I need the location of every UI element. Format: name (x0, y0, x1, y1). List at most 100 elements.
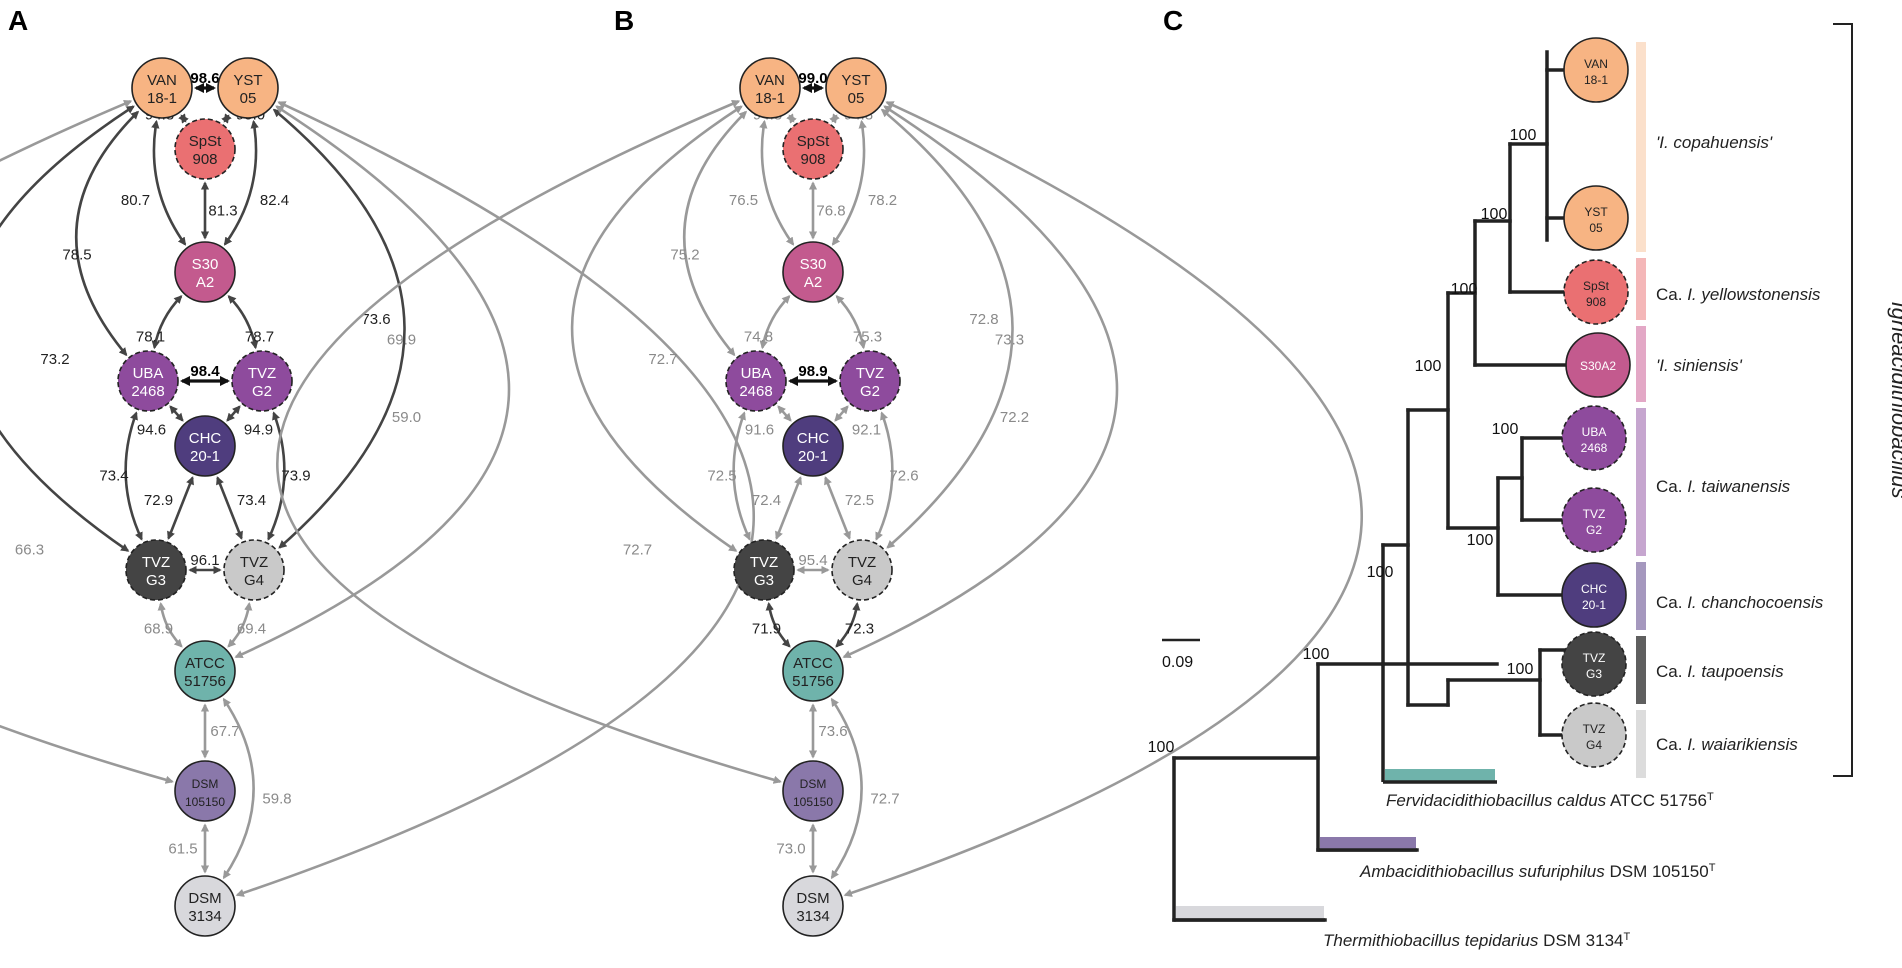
node-label-line2: 2468 (739, 383, 772, 400)
value-label-tvzg4_atcc: 69.4 (237, 621, 266, 638)
tree-node-circle (1561, 487, 1627, 553)
tree-node-label-line1: TVZ (1583, 722, 1606, 736)
value-label-tvzg3_tvzg4: 96.1 (190, 552, 219, 569)
tree-node-label-line1: TVZ (1583, 507, 1606, 521)
node-label-line2: G4 (244, 572, 264, 589)
value-label-dsm105150_dsm3134: 73.0 (776, 841, 805, 858)
node-label-line2: 20-1 (190, 448, 220, 465)
tree-node-label-line1: CHC (1581, 582, 1607, 596)
node-circle (174, 760, 236, 822)
node-circle (782, 640, 844, 702)
outgroup-bar-atcc (1385, 769, 1495, 781)
tree-node-label-line1: SpSt (1583, 279, 1610, 293)
value-label-atcc_dsm105150: 67.7 (210, 723, 239, 740)
tree-node-circle (1561, 405, 1627, 471)
node-label-line2: 20-1 (798, 448, 828, 465)
value-label-van_dsm105150: 66.3 (15, 542, 44, 559)
value-label-yst_dsm3134: 72.2 (1000, 409, 1029, 426)
value-label-van_uba: 78.5 (62, 247, 91, 264)
strip-taupoensis (1636, 636, 1646, 704)
value-label-atcc_dsm3134: 59.8 (262, 791, 291, 808)
value-label-s30_uba: 74.8 (744, 329, 773, 346)
node-circle (125, 539, 187, 601)
node-label-line1: TVZ (240, 554, 268, 571)
node-label-line2: A2 (804, 274, 822, 291)
edge-yst_spst (829, 113, 840, 124)
node-circle (733, 539, 795, 601)
bootstrap-value: 100 (1492, 421, 1519, 438)
node-label-line1: DSM (796, 890, 829, 907)
node-circle (782, 875, 844, 937)
strip-waiarikiensis (1636, 710, 1646, 778)
clade-label: 'I. copahuensis' (1656, 133, 1773, 152)
node-label-line1: VAN (147, 72, 177, 89)
node-label-line1: VAN (755, 72, 785, 89)
tree-node-label-line1: VAN (1584, 57, 1608, 71)
node-circle (174, 118, 236, 180)
node-circle (782, 241, 844, 303)
value-label-yst_atcc: 73.3 (995, 332, 1024, 349)
bootstrap-value: 100 (1415, 358, 1442, 375)
panel-c-tree: Igneacidithiobacillus (1148, 23, 1902, 950)
node-S30: S30A2 (782, 241, 844, 303)
strip-siniensis (1636, 326, 1646, 402)
node-label-line1: TVZ (248, 365, 276, 382)
panel-letter-c: C (1163, 5, 1183, 36)
value-label-tvzg2_tvzg4: 73.9 (281, 468, 310, 485)
node-circle (131, 57, 193, 119)
value-label-yst_dsm3134: 59.0 (392, 409, 421, 426)
value-label-yst_s30: 82.4 (260, 192, 289, 209)
clade-label: Ca. I. chanchocoensis (1656, 593, 1824, 612)
tree-node-circle (1565, 332, 1631, 398)
node-circle (174, 875, 236, 937)
node-circle (174, 640, 236, 702)
edge-tvzg2_chc (226, 405, 241, 422)
node-circle (117, 350, 179, 412)
tree-node-label: S30A2 (1580, 359, 1616, 373)
node-label-line1: ATCC (185, 655, 225, 672)
node-circle (782, 760, 844, 822)
outgroup-bar-dsm3134 (1176, 906, 1324, 918)
node-circle (739, 57, 801, 119)
edge-van_tvzg3 (0, 105, 135, 552)
node-label-line2: 51756 (184, 673, 226, 690)
node-label-line1: TVZ (750, 554, 778, 571)
value-label-atcc_dsm105150: 73.6 (818, 723, 847, 740)
node-label-line1: S30 (800, 256, 827, 273)
node-label-line1: CHC (797, 430, 830, 447)
edge-uba_chc (777, 405, 792, 422)
node-label-line1: UBA (133, 365, 164, 382)
node-label-line2: 2468 (131, 383, 164, 400)
node-circle (231, 350, 293, 412)
node-layer: VAN18-1YST05SpSt908S30A2UBA2468TVZG2CHC2… (117, 57, 293, 937)
value-label-s30_tvzg2: 78.7 (245, 329, 274, 346)
value-label-spst_s30: 76.8 (816, 203, 845, 220)
node-label-line1: UBA (741, 365, 772, 382)
node-label-line1: TVZ (848, 554, 876, 571)
edge-van_uba (683, 110, 748, 357)
node-label-line2: G2 (860, 383, 880, 400)
value-label-van_s30: 80.7 (121, 192, 150, 209)
value-label-tvzg2_chc: 92.1 (852, 422, 881, 439)
strip-taiwanensis (1636, 408, 1646, 556)
node-label-line2: 05 (240, 90, 257, 107)
node-label-line2: 18-1 (147, 90, 177, 107)
node-label-line2: 18-1 (755, 90, 785, 107)
value-label-atcc_dsm3134: 72.7 (870, 791, 899, 808)
node-label-line2: G4 (852, 572, 872, 589)
value-label-tvzg3_atcc: 68.9 (144, 621, 173, 638)
